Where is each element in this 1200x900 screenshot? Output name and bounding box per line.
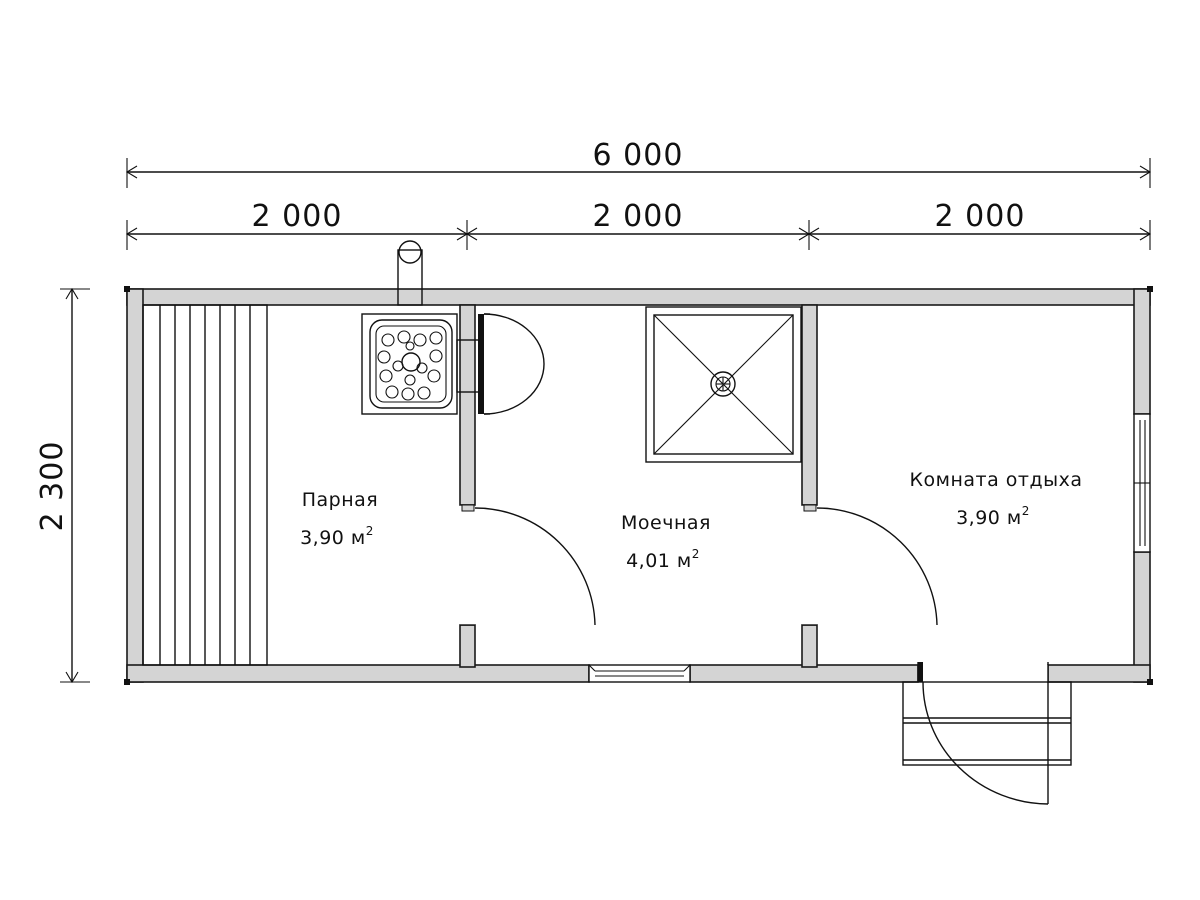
dimension-segment-2-label: 2 000	[593, 199, 684, 234]
door-moechnaya	[802, 504, 938, 626]
dimension-depth-label: 2 300	[35, 441, 70, 532]
stove	[361, 240, 545, 415]
room-area: 3,90 м2	[300, 524, 374, 549]
entrance-door	[917, 662, 1049, 805]
door-parnaya	[460, 504, 596, 626]
room-name: Моечная	[621, 512, 711, 534]
drain-icon	[710, 371, 736, 397]
porch-steps	[902, 681, 1072, 766]
wall-corner-marks	[124, 286, 1153, 685]
sauna-bench	[142, 304, 268, 666]
dimension-total-width: 6 000	[125, 138, 1152, 188]
walls	[126, 288, 1151, 683]
room-area: 3,90 м2	[956, 504, 1030, 529]
room-label-moechnaya: Моечная 4,01 м2	[621, 512, 711, 572]
window-right	[1133, 413, 1151, 553]
window-bottom	[588, 664, 691, 683]
room-name: Парная	[302, 489, 379, 511]
dimension-segment-3-label: 2 000	[935, 199, 1026, 234]
shower-tray	[645, 306, 802, 463]
dimension-segments: 2 000 2 000 2 000	[125, 199, 1152, 250]
room-label-komnata-otdykha: Комната отдыха 3,90 м2	[910, 469, 1083, 529]
room-label-parnaya: Парная 3,90 м2	[300, 489, 378, 549]
dimension-total-width-label: 6 000	[593, 138, 684, 173]
room-area: 4,01 м2	[626, 547, 700, 572]
dimension-segment-1-label: 2 000	[252, 199, 343, 234]
room-name: Комната отдыха	[910, 469, 1083, 491]
stove-stones-icon	[377, 330, 443, 401]
dimension-depth: 2 300	[35, 287, 90, 684]
